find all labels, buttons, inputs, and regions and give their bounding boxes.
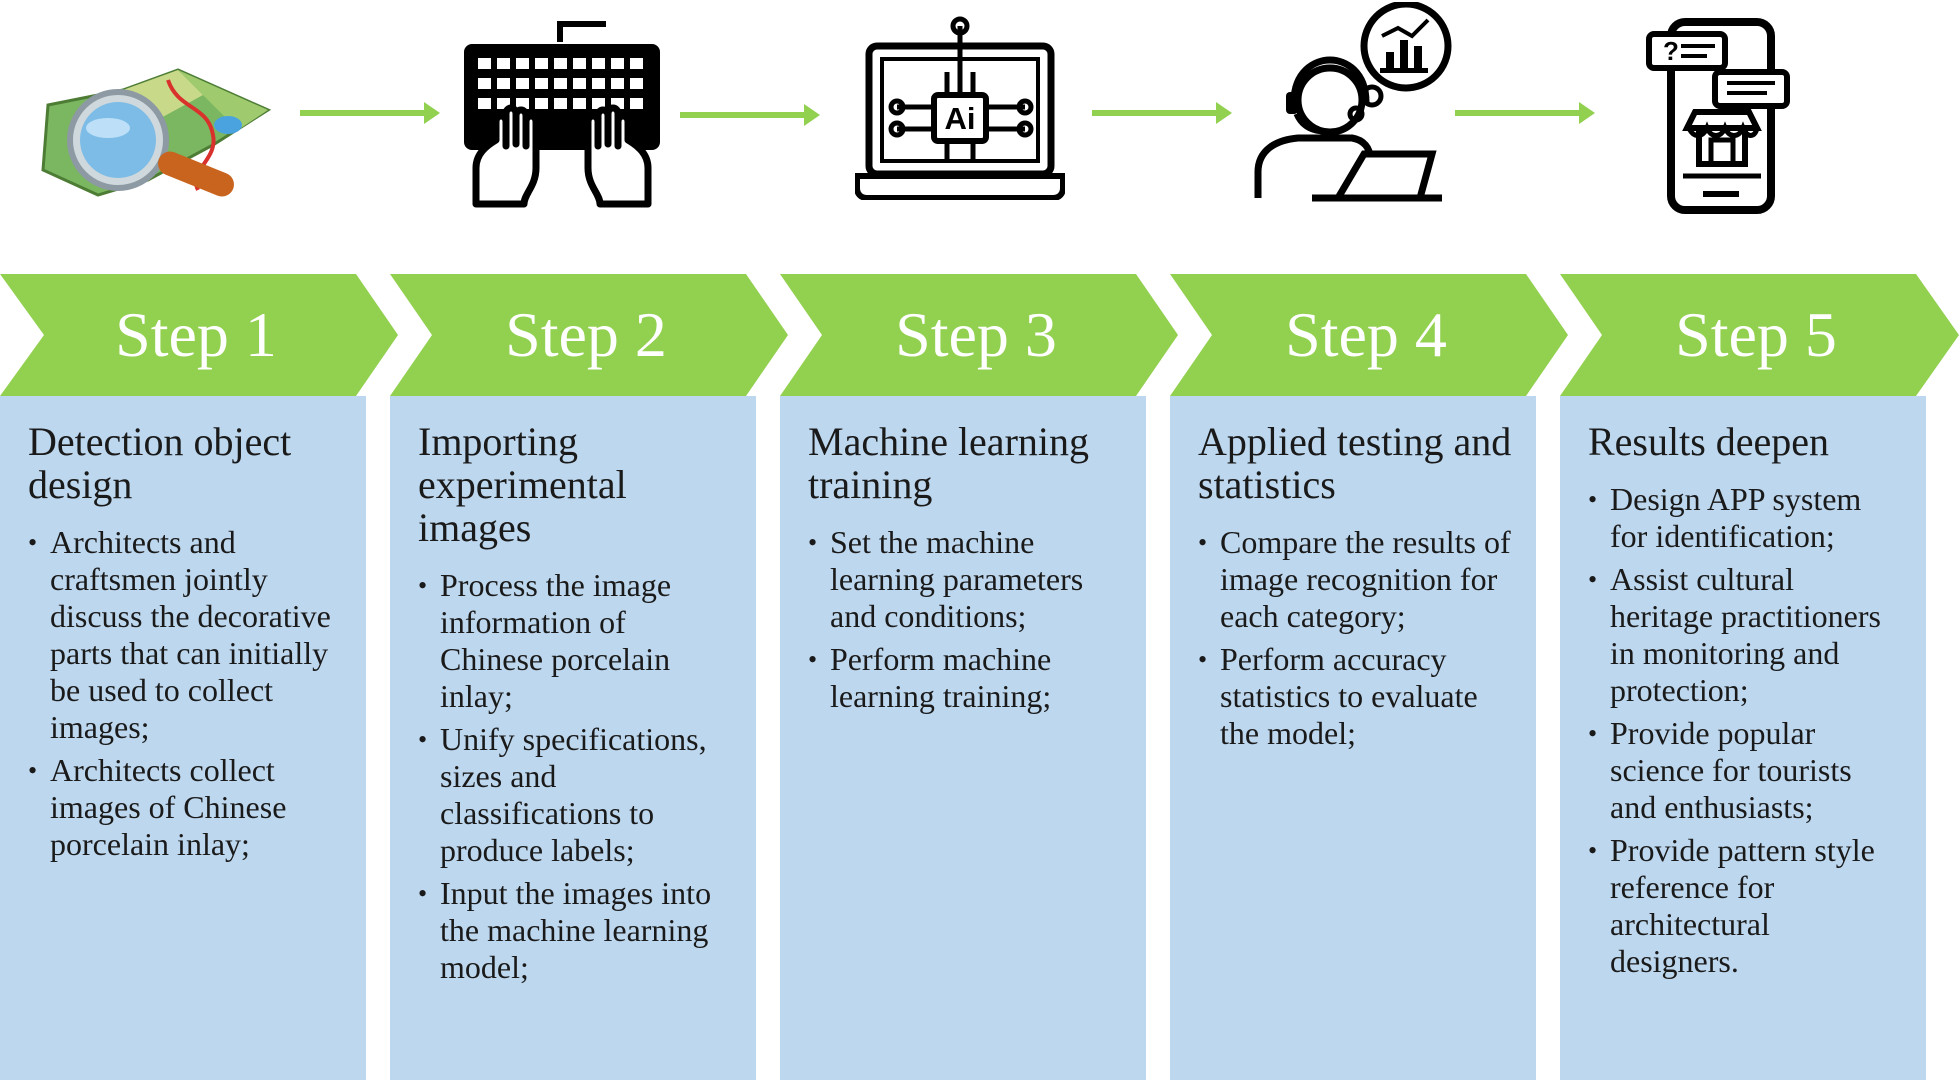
- step-3-label: Step 3: [895, 299, 1057, 370]
- bullet-item: Architects collect images of Chinese por…: [28, 752, 344, 863]
- step-4-panel: Applied testing and statistics Compare t…: [1170, 396, 1536, 1080]
- step-2-panel: Importing experimental images Process th…: [390, 396, 756, 1080]
- step-1-label: Step 1: [115, 299, 277, 370]
- chevron-step-2: [390, 274, 788, 396]
- ai-laptop-icon: Ai: [855, 16, 1065, 200]
- step-5-title: Results deepen: [1588, 419, 1830, 464]
- bullet-item: Unify specifications, sizes and classifi…: [418, 721, 734, 869]
- bullet-item: Set the machine learning parameters and …: [808, 524, 1124, 635]
- step-5-label: Step 5: [1675, 299, 1837, 370]
- step-1-bullets: Architects and craftsmen jointly discuss…: [28, 524, 344, 863]
- step-4-bullets: Compare the results of image recognition…: [1198, 524, 1514, 752]
- bullet-item: Provide popular science for tourists and…: [1588, 715, 1904, 826]
- bullet-item: Architects and craftsmen jointly discuss…: [28, 524, 344, 746]
- keyboard-hands-icon: [464, 21, 660, 208]
- question-bubble-text: ?: [1663, 36, 1679, 66]
- step-2-label: Step 2: [505, 299, 667, 370]
- bullet-item: Assist cultural heritage practitioners i…: [1588, 561, 1904, 709]
- step-4-label: Step 4: [1285, 299, 1447, 370]
- flow-arrow-4: [1455, 102, 1595, 124]
- step-2-bullets: Process the image information of Chinese…: [418, 567, 734, 986]
- step-3-bullets: Set the machine learning parameters and …: [808, 524, 1124, 715]
- step-3-title: Machine learning training: [808, 419, 1089, 507]
- step-5-panel: Results deepen Design APP system for ide…: [1560, 396, 1926, 1080]
- flow-arrow-2: [680, 104, 820, 126]
- smartphone-shop-icon: ?: [1646, 18, 1790, 214]
- chevron-step-3: [780, 274, 1178, 396]
- bullet-item: Provide pattern style reference for arch…: [1588, 832, 1904, 980]
- chevron-step-1: [0, 274, 398, 396]
- bullet-item: Input the images into the machine learni…: [418, 875, 734, 986]
- map-magnifier-icon: [41, 68, 272, 197]
- step-chevrons: [0, 274, 1959, 396]
- step-3-panel: Machine learning training Set the machin…: [780, 396, 1146, 1080]
- step-1-title: Detection object design: [28, 419, 292, 507]
- step-2-title: Importing experimental images: [418, 419, 627, 550]
- ai-chip-text: Ai: [945, 101, 976, 136]
- bullet-item: Design APP system for identification;: [1588, 481, 1904, 555]
- flow-arrow-1: [300, 102, 440, 124]
- step-5-bullets: Design APP system for identification; As…: [1588, 481, 1904, 980]
- step-1-panel: Detection object design Architects and c…: [0, 396, 366, 1080]
- bullet-item: Process the image information of Chinese…: [418, 567, 734, 715]
- chevron-step-4: [1170, 274, 1568, 396]
- step-4-title: Applied testing and statistics: [1198, 419, 1512, 507]
- bullet-item: Compare the results of image recognition…: [1198, 524, 1514, 635]
- flow-arrow-3: [1092, 102, 1232, 124]
- chevron-step-5: [1560, 274, 1959, 396]
- bullet-item: Perform machine learning training;: [808, 641, 1124, 715]
- analyst-laptop-icon: [1254, 2, 1452, 202]
- bullet-item: Perform accuracy statistics to evaluate …: [1198, 641, 1514, 752]
